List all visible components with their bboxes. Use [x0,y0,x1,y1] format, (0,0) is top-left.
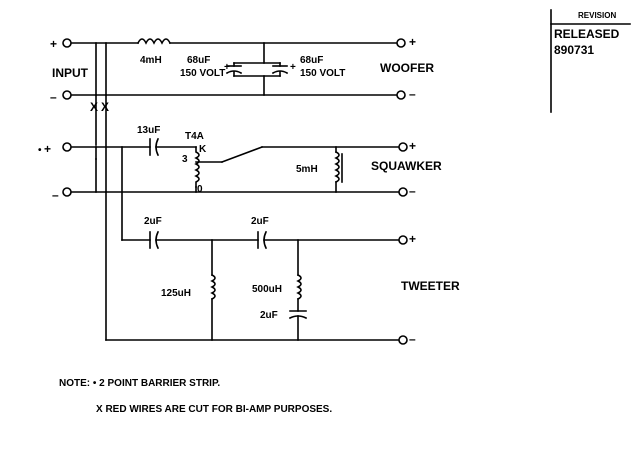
input-section: + INPUT – + – • [38,37,89,202]
woofer-cap-a-label: 68uF [187,55,210,66]
tweeter-inductor-2-label: 500uH [252,284,282,295]
woofer-inductor-symbol [136,38,172,45]
squawker-tap-0: 0 [197,184,203,195]
woofer-circuit: 4mH + + 68uF 150 VOLT 68uF 150 VOLT WOOF… [71,35,434,101]
tweeter-cap-3-label: 2uF [260,310,278,321]
cut-mark-b: X [101,100,109,114]
revision-block: REVISION RELEASED 890731 [550,9,631,113]
input-bus: X X [71,42,399,341]
woofer-cap-a-polarity: + [224,62,230,73]
woofer-cap-b-curve [271,70,289,75]
squawker-minus-label: – [409,184,416,198]
squawker-label: SQUAWKER [371,159,442,173]
woofer-plus-label: + [409,35,416,49]
revision-status: RELEASED [554,27,620,41]
note-line-2: X RED WIRES ARE CUT FOR BI-AMP PURPOSES. [96,404,332,415]
note-line-1: NOTE: • 2 POINT BARRIER STRIP. [59,378,220,389]
notes: NOTE: • 2 POINT BARRIER STRIP. X RED WIR… [59,378,332,415]
tweeter-plus-terminal [398,235,408,245]
woofer-cap-a-curve [225,70,243,75]
cut-mark-a: X [90,100,98,114]
input-star-plus-label: + [44,142,51,156]
squawker-inductor-symbol [334,150,340,184]
squawker-inductor-label: 5mH [296,164,318,175]
woofer-label: WOOFER [380,61,434,75]
tweeter-inductor-1-label: 125uH [161,288,191,299]
tweeter-plus-label: + [409,232,416,246]
woofer-minus-terminal [396,90,406,100]
barrier-strip-dot: • [38,145,42,156]
woofer-plus-terminal [396,38,406,48]
squawker-circuit: 13uF T4A K 3 0 5mH SQUAWKER + – [95,125,442,198]
tweeter-label: TWEETER [401,279,460,293]
input-minus-terminal [62,90,72,100]
input-label: INPUT [52,66,89,80]
squawker-cap-label: 13uF [137,125,160,136]
tweeter-circuit: 2uF 2uF 125uH 500uH 2uF TWEETER + – [105,216,460,346]
input-star-minus-label: – [52,188,59,202]
woofer-cap-b-volt: 150 VOLT [300,68,345,79]
squawker-tap-k: K [199,144,207,155]
input-plus-label: + [50,37,57,51]
squawker-plus-terminal [398,142,408,152]
squawker-tap-switch [220,145,264,164]
tweeter-minus-label: – [409,332,416,346]
input-minus-label: – [50,90,57,104]
tweeter-inductor-1-symbol [210,273,216,301]
revision-number: 890731 [554,43,594,57]
woofer-cap-b-polarity: + [290,62,296,73]
revision-header: REVISION [578,11,616,20]
woofer-minus-label: – [409,87,416,101]
tweeter-cap-1-label: 2uF [144,216,162,227]
input-star-plus-terminal [62,142,72,152]
tweeter-cap-2-label: 2uF [251,216,269,227]
tweeter-inductor-2-symbol [296,273,302,301]
squawker-autotransformer-coil [194,146,200,188]
terminals [62,38,408,345]
woofer-cap-b-label: 68uF [300,55,323,66]
woofer-cap-a-volt: 150 VOLT [180,68,225,79]
woofer-inductor-label: 4mH [140,55,162,66]
tweeter-minus-terminal [398,335,408,345]
input-star-minus-terminal [62,187,72,197]
squawker-minus-terminal [398,187,408,197]
input-plus-terminal [62,38,72,48]
squawker-plus-label: + [409,139,416,153]
squawker-tap-3: 3 [182,154,188,165]
squawker-transformer-label: T4A [185,131,204,142]
